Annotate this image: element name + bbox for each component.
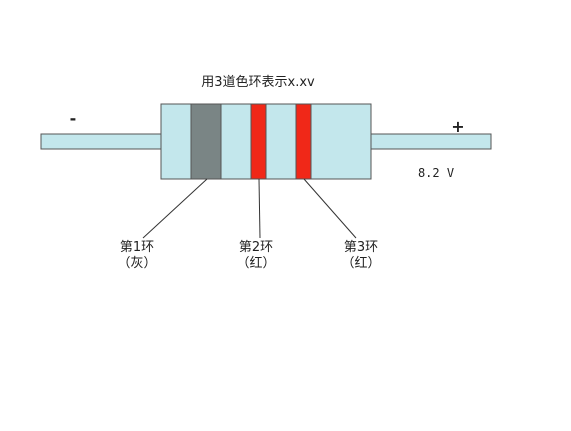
- ring-1-label: 第1环: [120, 240, 154, 255]
- right-lead: [369, 133, 492, 150]
- ring-1: [190, 103, 222, 180]
- voltage-label: 8.2 V: [418, 166, 454, 180]
- ring-2: [250, 103, 267, 180]
- ring-3-label: 第3环: [344, 240, 378, 255]
- ring-3-color: （红）: [341, 255, 380, 271]
- diagram-title: 用3道色环表示x.xv: [201, 74, 315, 90]
- ring-2-label: 第2环: [239, 240, 273, 255]
- ring-1-color: （灰）: [117, 256, 156, 271]
- leader-line-1: [142, 178, 208, 239]
- leader-line-2: [258, 178, 261, 239]
- ring-2-color: （红）: [236, 255, 275, 271]
- plus-sign: +: [451, 117, 464, 136]
- minus-sign: -: [70, 109, 77, 128]
- ring-3: [295, 103, 312, 180]
- left-lead: [40, 133, 163, 150]
- leader-line-3: [303, 178, 357, 239]
